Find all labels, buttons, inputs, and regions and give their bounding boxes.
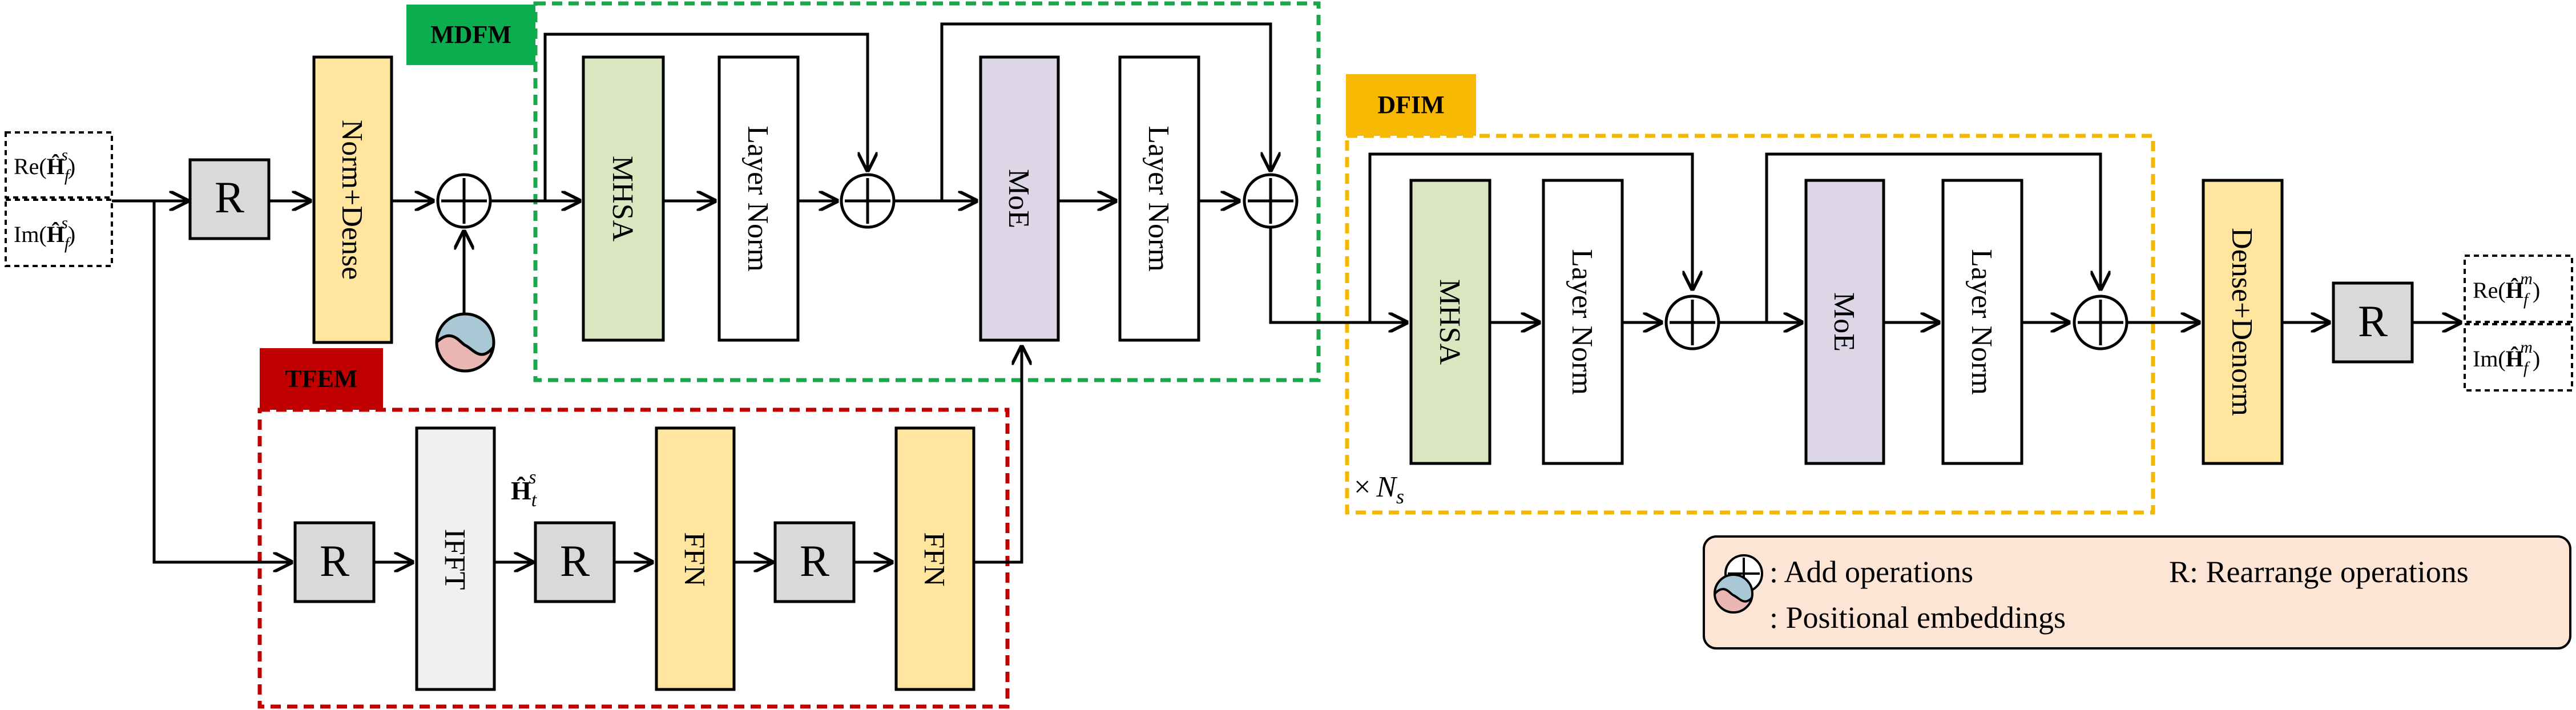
input-imag-box: Im(Ĥfs): [5, 199, 113, 267]
dfim-moe-block: MoE: [1804, 179, 1885, 465]
tfem-label: TFEM: [285, 365, 357, 393]
svg-text:MoE: MoE: [1002, 169, 1035, 228]
ffn-block-2: FFN: [894, 426, 975, 691]
dfim-label: DFIM: [1377, 91, 1444, 119]
svg-text:R: R: [320, 536, 349, 586]
mdfm-layernorm-block-1: Layer Norm: [717, 55, 800, 342]
svg-text:Norm+Dense: Norm+Dense: [336, 120, 368, 280]
add-icon: [436, 173, 492, 229]
svg-text:Layer Norm: Layer Norm: [1142, 126, 1175, 272]
norm-dense-block: Norm+Dense: [312, 55, 393, 344]
dfim-layernorm-block-1: Layer Norm: [1542, 179, 1624, 465]
tfem-tag: TFEM: [260, 348, 383, 410]
repeat-label: ×Ns: [1354, 471, 1404, 508]
svg-text:Layer Norm: Layer Norm: [1965, 249, 1998, 395]
add-icon: [2073, 295, 2128, 350]
svg-text:Im(Ĥfs): Im(Ĥfs): [14, 213, 75, 253]
svg-text:R: R: [215, 172, 244, 222]
svg-text:MoE: MoE: [1828, 292, 1860, 352]
svg-text:Re(Ĥfm): Re(Ĥfm): [2473, 269, 2540, 309]
svg-text:Im(Ĥfm): Im(Ĥfm): [2473, 338, 2540, 377]
ifft-block: IFFT: [415, 426, 496, 691]
ffn-block-1: FFN: [655, 426, 736, 691]
legend-rearrange-ops: R: Rearrange operations: [2169, 555, 2469, 589]
positional-embedding-icon: [435, 312, 495, 373]
svg-text:IFFT: IFFT: [438, 529, 471, 590]
mdfm-layernorm-block-2: Layer Norm: [1118, 55, 1200, 342]
svg-text:R: R: [800, 536, 829, 586]
svg-text:MHSA: MHSA: [1433, 279, 1466, 365]
input-close: ): [68, 154, 75, 179]
svg-text:Layer Norm: Layer Norm: [1566, 249, 1598, 395]
rearrange-block-3: R: [534, 521, 616, 603]
rearrange-block-2: R: [293, 521, 376, 603]
svg-text:R: R: [560, 536, 590, 586]
input-real-box: Re(Ĥfs): [5, 131, 113, 199]
svg-text:MHSA: MHSA: [606, 156, 639, 242]
rearrange-block-5: R: [2332, 281, 2414, 364]
legend-add-ops: : Add operations: [1769, 555, 1973, 589]
add-icon: [840, 173, 896, 229]
dfim-mhsa-block: MHSA: [1409, 179, 1491, 465]
svg-text:Re(Ĥfs): Re(Ĥfs): [14, 146, 75, 185]
dfim-frame: [1345, 134, 2155, 515]
input-re-prefix: Re(: [14, 154, 47, 179]
legend: : Add operations R: Rearrange operations…: [1703, 535, 2571, 650]
svg-text:FFN: FFN: [678, 532, 711, 586]
svg-text:Dense+Denorm: Dense+Denorm: [2226, 228, 2258, 416]
svg-text:R: R: [2358, 296, 2388, 346]
input-im-prefix: Im(: [14, 221, 47, 247]
rearrange-block-1: R: [188, 158, 271, 240]
input-h-symbol: Ĥ: [47, 154, 64, 179]
output-real-box: Re(Ĥfm): [2464, 255, 2573, 323]
mdfm-tag: MDFM: [406, 5, 535, 65]
svg-text:FFN: FFN: [918, 532, 950, 586]
rearrange-block-4: R: [773, 521, 856, 603]
ht-label: Ĥts: [511, 467, 538, 511]
positional-embedding-icon: [1714, 574, 1753, 614]
legend-pos-emb: : Positional embeddings: [1769, 600, 2066, 635]
mdfm-moe-block: MoE: [979, 55, 1060, 342]
dfim-layernorm-block-2: Layer Norm: [1941, 179, 2023, 465]
output-imag-box: Im(Ĥfm): [2464, 323, 2573, 392]
mdfm-label: MDFM: [430, 21, 511, 49]
dense-denorm-block: Dense+Denorm: [2202, 179, 2284, 465]
mdfm-mhsa-block: MHSA: [582, 55, 665, 342]
dfim-tag: DFIM: [1346, 74, 1476, 136]
add-icon: [1243, 173, 1299, 229]
add-icon: [1664, 295, 1720, 350]
svg-text:Layer Norm: Layer Norm: [741, 126, 774, 272]
tfem-frame: [257, 408, 1010, 709]
input-sup-s: s: [61, 146, 68, 164]
